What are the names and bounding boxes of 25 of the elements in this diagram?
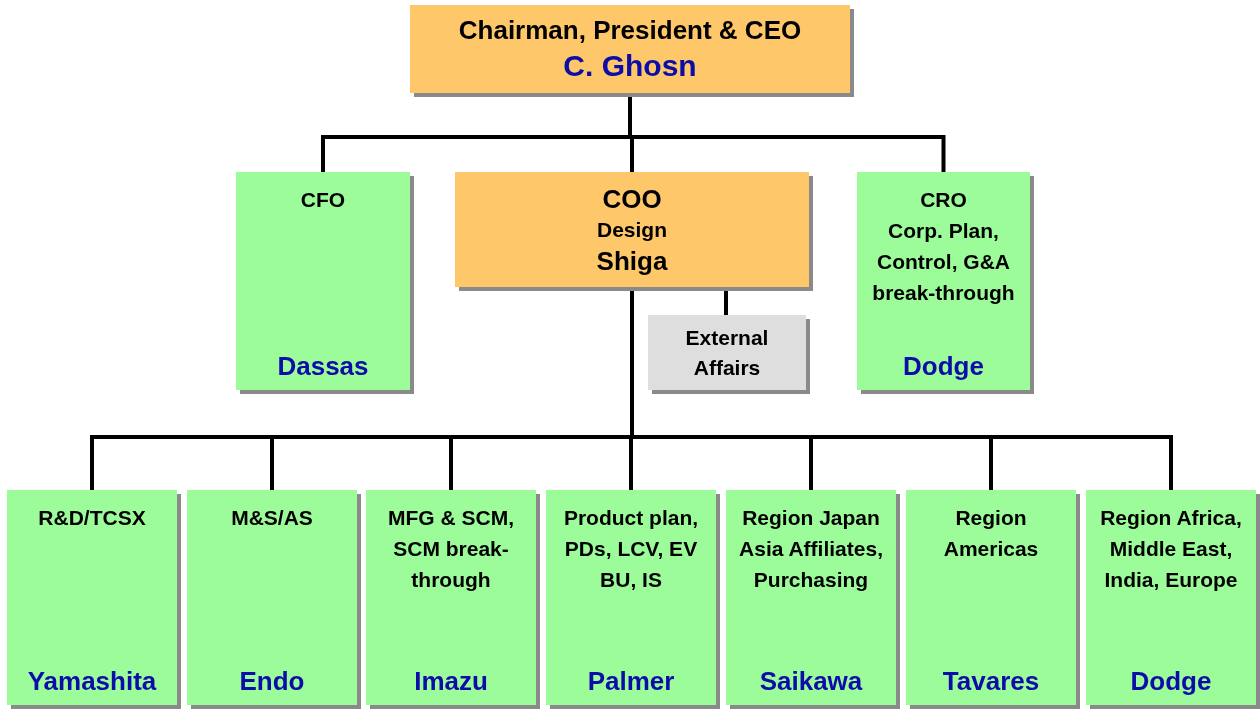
function-text: Region Americas — [942, 505, 1040, 562]
function-text: R&D/TCSX — [37, 505, 147, 531]
function-text: MFG & SCM, SCM break-through — [387, 505, 515, 593]
person-name: Saikawa — [759, 665, 863, 697]
person-name: Dodge — [903, 350, 984, 382]
role-title: COO — [602, 182, 662, 216]
function-text: External Affairs — [684, 324, 770, 381]
role-title: Chairman, President & CEO — [458, 14, 802, 47]
person-name: Dodge — [1130, 665, 1212, 697]
person-name: Dassas — [277, 350, 369, 382]
person-name: Endo — [239, 665, 305, 697]
person-name: Tavares — [942, 665, 1040, 697]
function-text: Corp. Plan, Control, G&A break-through — [871, 218, 1016, 306]
function-text: CRO — [919, 187, 968, 213]
person-name: C. Ghosn — [563, 47, 697, 84]
function-text: Region Japan Asia Affiliates, Purchasing — [738, 505, 884, 593]
function-text: Product plan, PDs, LCV, EV BU, IS — [562, 505, 700, 593]
person-name: Imazu — [414, 665, 488, 697]
function-text: Region Africa, Middle East, India, Europe — [1099, 505, 1243, 593]
function-text: CFO — [299, 187, 347, 213]
person-name: Shiga — [596, 244, 668, 278]
function-text: Design — [597, 216, 667, 243]
function-text: M&S/AS — [230, 505, 314, 531]
person-name: Yamashita — [27, 665, 157, 697]
person-name: Palmer — [587, 665, 675, 697]
